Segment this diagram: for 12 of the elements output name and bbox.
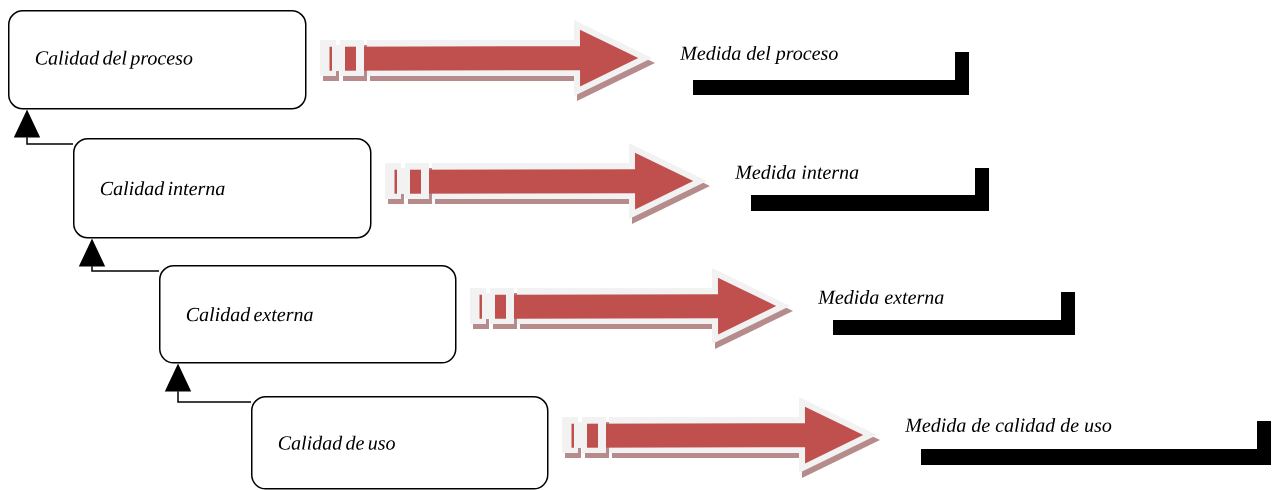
process-box: Calidad externa bbox=[159, 265, 457, 364]
block-arrow bbox=[562, 397, 880, 478]
measure-label: Medida del proceso bbox=[679, 45, 838, 65]
measure-label: Medida interna bbox=[734, 164, 859, 180]
block-arrow bbox=[470, 268, 793, 349]
process-box: Calidad interna bbox=[73, 138, 372, 239]
process-box: Calidad del proceso bbox=[8, 10, 307, 110]
block-arrow bbox=[385, 143, 710, 224]
process-box: Calidad de uso bbox=[251, 396, 549, 490]
block-arrow bbox=[320, 20, 655, 101]
measure-label: Medida externa bbox=[817, 289, 944, 305]
measure-label: Medida de calidad de uso bbox=[905, 417, 1112, 433]
